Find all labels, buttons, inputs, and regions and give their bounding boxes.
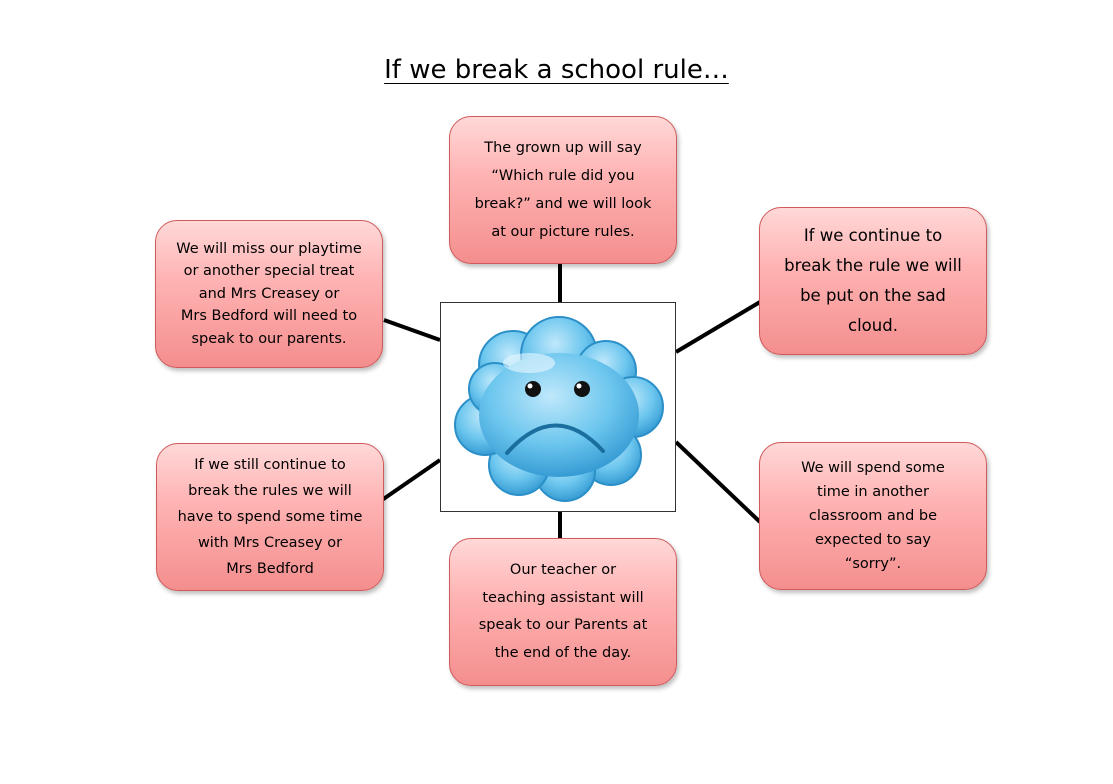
connector-top-right [674,300,762,354]
box-bottom-right: We will spend some time in another class… [759,442,987,590]
box-top-right-text: If we continue to break the rule we will… [784,226,962,335]
connector-bottom-left [380,458,442,502]
box-top-left: We will miss our playtime or another spe… [155,220,383,368]
box-bottom-left: If we still continue to break the rules … [156,443,384,591]
box-bottom-right-text: We will spend some time in another class… [801,460,945,572]
sad-cloud-image [440,302,676,512]
box-top-left-text: We will miss our playtime or another spe… [176,240,362,347]
sad-cloud-icon [454,316,664,502]
box-bottom: Our teacher or teaching assistant will s… [449,538,677,686]
connector-top-left [383,318,441,342]
box-bottom-text: Our teacher or teaching assistant will s… [478,562,648,661]
connector-bottom-right [674,440,762,524]
box-bottom-left-text: If we still continue to break the rules … [177,457,363,577]
box-top: The grown up will say “Which rule did yo… [449,116,677,264]
box-top-text: The grown up will say “Which rule did yo… [474,140,652,240]
page-title: If we break a school rule… [0,50,1113,90]
title-text: If we break a school rule… [384,55,729,85]
box-top-right: If we continue to break the rule we will… [759,207,987,355]
